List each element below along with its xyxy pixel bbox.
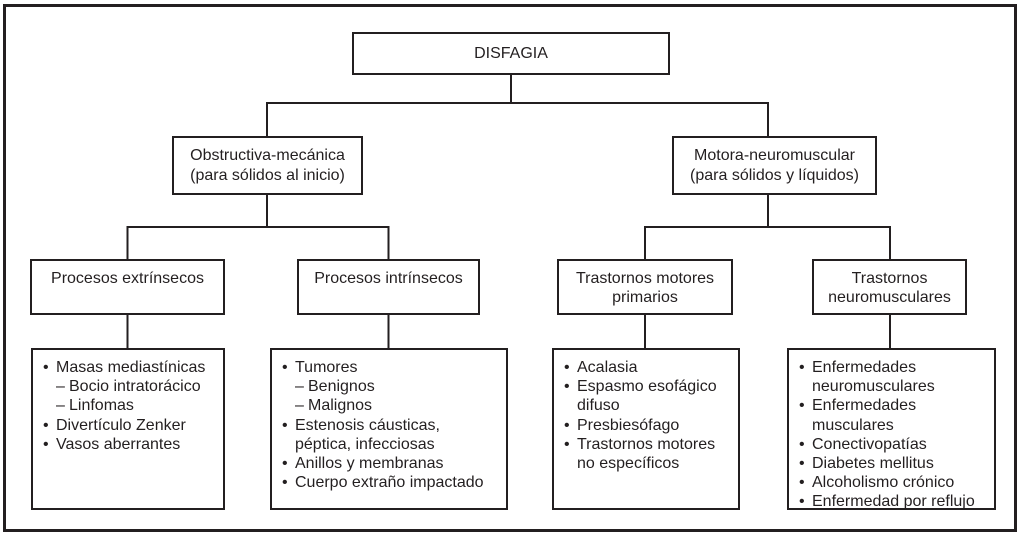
bullet-marker: • xyxy=(799,359,805,376)
list-item: –Benignos xyxy=(295,377,502,396)
leaf-procesos-extrinsecos-list: •Masas mediastínicas–Bocio intratorácico… xyxy=(31,348,225,510)
list-item: • Enfermedades neuromusculares xyxy=(799,358,990,396)
list-item-text: Presbiesófago xyxy=(577,416,680,434)
bullet-marker: • xyxy=(282,359,288,376)
node-label-line1: Obstructiva-mecánica xyxy=(190,147,345,165)
bullet-marker: • xyxy=(564,378,570,396)
node-disfagia: DISFAGIA xyxy=(352,32,670,75)
list-item: • Cuerpo extraño impactado xyxy=(282,473,502,492)
node-procesos-extrinsecos: Procesos extrínsecos xyxy=(30,259,225,315)
node-motora-neuromuscular: Motora-neuromuscular (para sólidos y líq… xyxy=(672,136,877,195)
list-item-text: Anillos y membranas xyxy=(295,454,444,472)
list-item-text: Conectivopatías xyxy=(812,435,927,453)
node-procesos-intrinsecos: Procesos intrínsecos xyxy=(297,259,480,315)
list-item: • Anillos y membranas xyxy=(282,454,502,473)
leaf-trastornos-neuromusculares-list: • Enfermedades neuromusculares • Enfermedad… xyxy=(787,348,996,510)
list-item: • Enfermedades musculares xyxy=(799,396,990,434)
bullet-marker: • xyxy=(43,359,49,376)
list-item: • Alcoholismo crónico xyxy=(799,473,990,492)
list-item: • Espasmo esofágico difuso xyxy=(564,377,734,415)
leaf-trastornos-motores-list: • Acalasia • Espasmo esofágico difuso • Presb… xyxy=(552,348,740,510)
list-item-text: Espasmo esofágico difuso xyxy=(577,378,717,415)
list-item-text: Linfomas xyxy=(69,397,134,415)
dash-marker: – xyxy=(295,378,304,396)
node-label: Procesos extrínsecos xyxy=(51,270,204,287)
node-disfagia-label: DISFAGIA xyxy=(474,44,548,62)
node-label-line2: (para sólidos al inicio) xyxy=(190,166,345,184)
list-item: • Trastornos motores no específicos xyxy=(564,435,734,473)
list-item: • Divertículo Zenker xyxy=(43,416,219,435)
bullet-list: • Enfermedades neuromusculares • Enfermedad… xyxy=(799,358,990,512)
list-item: • Acalasia xyxy=(564,358,734,377)
list-item: • Conectivopatías xyxy=(799,435,990,454)
node-trastornos-neuromusculares: Trastornos neuromusculares xyxy=(812,259,967,315)
list-item-text: Alcoholismo crónico xyxy=(812,474,955,492)
list-item: • Presbiesófago xyxy=(564,416,734,435)
list-item-text: Masas mediastínicas xyxy=(56,359,206,376)
bullet-marker: • xyxy=(799,493,805,511)
list-item-text: Acalasia xyxy=(577,359,638,376)
list-item-text: Enfermedades musculares xyxy=(812,397,917,434)
bullet-marker: • xyxy=(564,359,570,376)
bullet-list: • Acalasia • Espasmo esofágico difuso • Presb… xyxy=(564,358,734,473)
bullet-marker: • xyxy=(282,416,288,434)
node-label: Trastornos neuromusculares xyxy=(828,270,951,307)
list-item: • Vasos aberrantes xyxy=(43,435,219,454)
list-item: • Tumores xyxy=(282,358,502,377)
node-label-line1: Motora-neuromuscular xyxy=(694,147,855,165)
node-trastornos-motores-primarios: Trastornos motores primarios xyxy=(557,259,733,315)
dash-marker: – xyxy=(56,397,65,415)
bullet-marker: • xyxy=(564,435,570,453)
diagram-border-frame xyxy=(3,4,1017,532)
bullet-marker: • xyxy=(799,454,805,472)
list-item: • Masas mediastínicas xyxy=(43,358,219,377)
list-item-text: Cuerpo extraño impactado xyxy=(295,474,484,492)
bullet-marker: • xyxy=(282,454,288,472)
bullet-marker: • xyxy=(43,416,49,434)
list-item: –Malignos xyxy=(295,396,502,415)
bullet-marker: • xyxy=(564,416,570,434)
list-item: • Diabetes mellitus xyxy=(799,454,990,473)
node-label: Procesos intrínsecos xyxy=(314,270,463,287)
list-item-text: Enfermedad por reflujo xyxy=(812,493,975,511)
list-item-text: Enfermedades neuromusculares xyxy=(812,359,935,396)
bullet-marker: • xyxy=(799,474,805,492)
bullet-marker: • xyxy=(799,435,805,453)
bullet-list: •Tumores–Benignos–Malignos•Estenosis cáu… xyxy=(282,358,502,492)
list-item: • Estenosis cáusticas, péptica, infeccios… xyxy=(282,416,502,454)
dash-marker: – xyxy=(56,378,65,396)
list-item: –Bocio intratorácico xyxy=(56,377,219,396)
node-obstructiva-mecanica: Obstructiva-mecánica (para sólidos al in… xyxy=(172,136,363,195)
list-item-text: Vasos aberrantes xyxy=(56,435,181,453)
dash-marker: – xyxy=(295,397,304,415)
bullet-marker: • xyxy=(282,474,288,492)
list-item-text: Tumores xyxy=(295,359,358,376)
bullet-marker: • xyxy=(799,397,805,415)
leaf-procesos-intrinsecos-list: •Tumores–Benignos–Malignos•Estenosis cáu… xyxy=(270,348,508,510)
list-item-text: Malignos xyxy=(308,397,373,415)
node-label-line2: (para sólidos y líquidos) xyxy=(690,166,859,184)
list-item: –Linfomas xyxy=(56,396,219,415)
list-item-text: Estenosis cáusticas, péptica, infecciosa… xyxy=(295,416,440,453)
node-label: Trastornos motores primarios xyxy=(575,270,715,307)
list-item-text: Diabetes mellitus xyxy=(812,454,934,472)
bullet-marker: • xyxy=(43,435,49,453)
list-item-text: Divertículo Zenker xyxy=(56,416,186,434)
list-item-text: Trastornos motores no específicos xyxy=(577,435,716,472)
list-item: • Enfermedad por reflujo xyxy=(799,492,990,511)
list-item-text: Benignos xyxy=(308,378,375,396)
list-item-text: Bocio intratorácico xyxy=(69,378,201,396)
bullet-list: •Masas mediastínicas–Bocio intratorácico… xyxy=(43,358,219,454)
